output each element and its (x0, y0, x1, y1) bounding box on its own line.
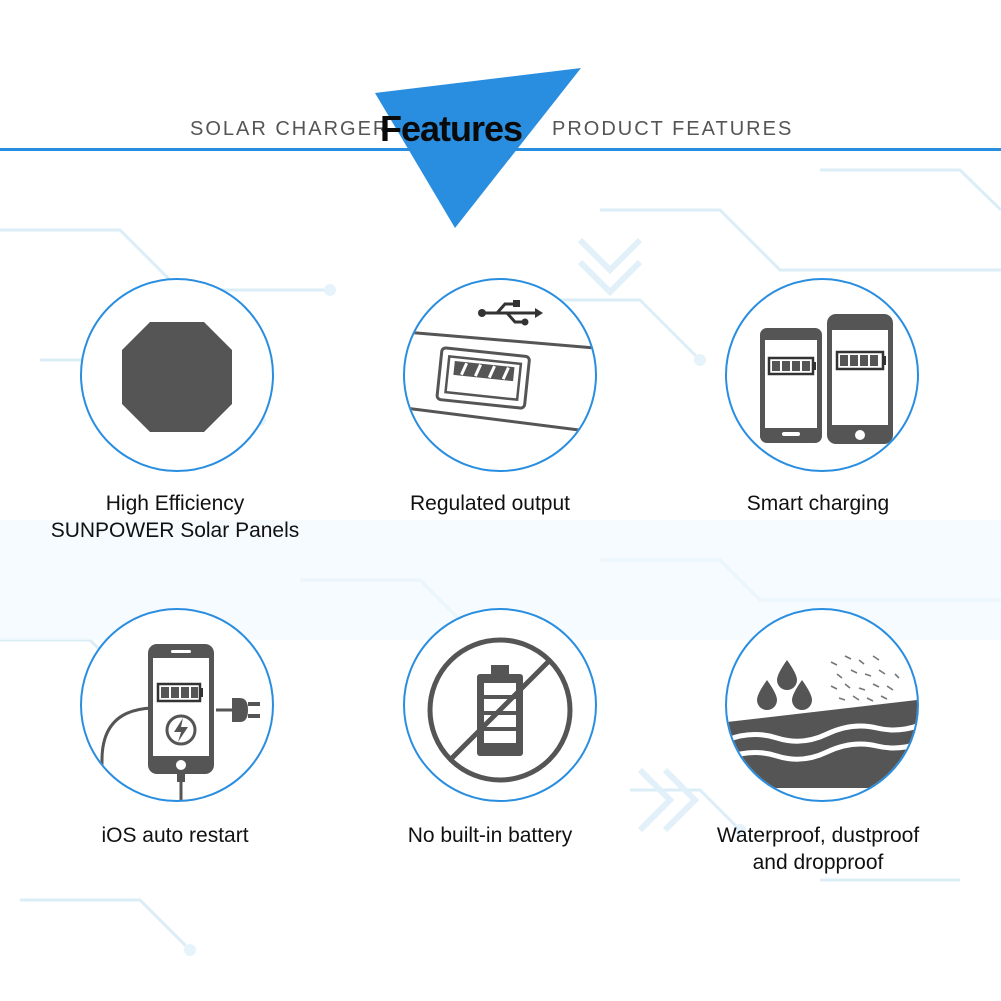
feature-icon-circle (403, 278, 597, 472)
no-battery-icon (427, 637, 573, 783)
feature-icon-circle (80, 608, 274, 802)
feature-label: Waterproof, dustproof and dropproof (658, 822, 978, 876)
feature-label-line1: Smart charging (746, 492, 890, 515)
feature-icon-circle (725, 608, 919, 802)
feature-label-line2: and dropproof (752, 851, 884, 874)
phone-auto-restart-icon (100, 644, 260, 800)
feature-label-line1: iOS auto restart (101, 824, 249, 847)
feature-label: Smart charging (658, 490, 978, 517)
usb-port-icon (405, 300, 595, 434)
feature-label: iOS auto restart (15, 822, 335, 849)
feature-label-line1: Waterproof, dustproof (716, 824, 920, 847)
feature-icon-circle (403, 608, 597, 802)
feature-icon-circle (725, 278, 919, 472)
feature-label-line1: No built-in battery (407, 824, 573, 847)
feature-icon-circle (80, 278, 274, 472)
feature-label-line2: SUNPOWER Solar Panels (50, 519, 300, 542)
solar-panel-icon (122, 322, 232, 432)
feature-label: Regulated output (330, 490, 650, 517)
feature-label-line1: Regulated output (410, 492, 570, 515)
header-triangle-shape (375, 68, 581, 228)
smartphones-charging-icon (760, 314, 893, 444)
feature-label: High Efficiency SUNPOWER Solar Panels (15, 490, 335, 544)
header-subtitle-right: PRODUCT FEATURES (552, 118, 794, 140)
feature-label-line1: High Efficiency (105, 492, 245, 515)
header-subtitle-left: SOLAR CHARGER (190, 118, 390, 140)
feature-label: No built-in battery (330, 822, 650, 849)
page-title: Features (380, 108, 523, 149)
waterproof-dustproof-icon (727, 655, 917, 788)
